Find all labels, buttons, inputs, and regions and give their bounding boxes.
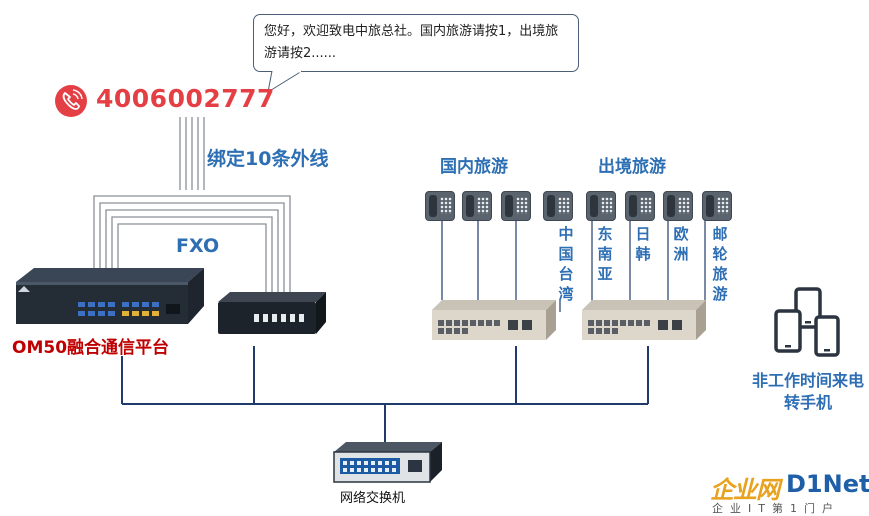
- desk-phone-icon: [625, 191, 655, 221]
- hotline-number: 4006002777: [96, 84, 275, 113]
- watermark-brand: D1Net: [786, 470, 869, 498]
- destination-label: 日韩: [635, 225, 651, 263]
- om50-label: OM50融合通信平台: [12, 338, 170, 358]
- phone-icon: [55, 85, 87, 117]
- fxo-gateway-device: [218, 292, 326, 334]
- destination-label: 邮轮旅游: [712, 225, 728, 303]
- watermark-tagline: 企业IT第1门户: [712, 502, 840, 515]
- destination-label: 东南亚: [597, 225, 613, 283]
- analog-gateway-outbound: [582, 300, 706, 340]
- network-switch-device: [333, 442, 442, 483]
- desk-phone-icon: [462, 191, 492, 221]
- analog-gateway-domestic: [432, 300, 556, 340]
- desk-phone-icon: [543, 191, 573, 221]
- desk-phone-icon: [586, 191, 616, 221]
- mobile-forward-label: 非工作时间来电转手机: [752, 371, 865, 412]
- desk-phone-icon: [663, 191, 693, 221]
- om50-device: [16, 268, 204, 324]
- greeting-bubble: 您好，欢迎致电中旅总社。国内旅游请按1，出境旅游请按2......: [253, 14, 579, 72]
- desk-phone-icon: [425, 191, 455, 221]
- trunk-label: 绑定10条外线: [207, 148, 329, 170]
- destination-label: 中国台湾: [558, 225, 574, 303]
- desk-phone-icon: [702, 191, 732, 221]
- greeting-text: 您好，欢迎致电中旅总社。国内旅游请按1，出境旅游请按2......: [264, 24, 559, 61]
- group-title-outbound: 出境旅游: [598, 157, 666, 177]
- watermark-logo: 企业网: [710, 476, 780, 504]
- destination-label: 欧洲: [673, 225, 689, 263]
- group-title-domestic: 国内旅游: [440, 157, 508, 177]
- switch-label: 网络交换机: [340, 491, 406, 506]
- bubble-tail: [267, 70, 303, 94]
- fxo-label: FXO: [176, 235, 220, 257]
- desk-phone-icon: [501, 191, 531, 221]
- mobile-phones-icon: [774, 287, 840, 357]
